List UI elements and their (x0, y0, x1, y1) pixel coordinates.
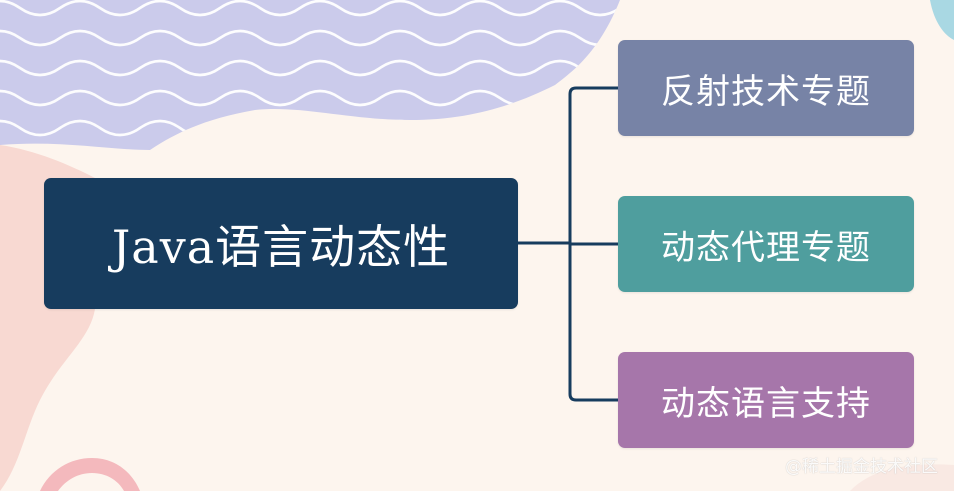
branch-node-dynamic-language: 动态语言支持 (618, 352, 914, 448)
branch-node-dynamic-proxy: 动态代理专题 (618, 196, 914, 292)
branch-label: 动态语言支持 (661, 383, 871, 424)
branch-node-reflection: 反射技术专题 (618, 40, 914, 136)
branch-label: 反射技术专题 (661, 71, 871, 112)
watermark: @稀土掘金技术社区 (785, 457, 938, 477)
branch-label: 动态代理专题 (661, 227, 871, 268)
root-node: Java语言动态性 (44, 178, 518, 309)
root-label: Java语言动态性 (111, 219, 451, 274)
blue-blob (930, 0, 954, 40)
ring-shape (40, 458, 140, 491)
wave-region (0, 0, 620, 150)
